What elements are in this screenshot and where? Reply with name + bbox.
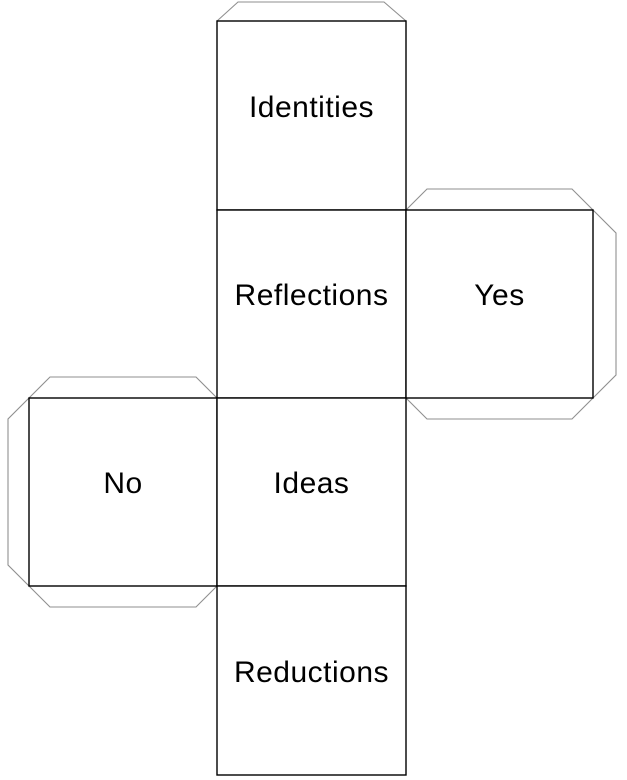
face-square-reductions [216,585,407,776]
face-square-no [28,397,218,587]
face-square-reflections [216,209,407,399]
glue-tab-no-bottom-icon [28,585,218,608]
glue-tab-no-left-icon [7,397,30,587]
face-squares [28,20,594,776]
face-square-ideas [216,397,407,587]
glue-tab-yes-right-icon [592,209,617,399]
glue-tab-no-top-icon [28,376,218,399]
glue-tabs [7,1,617,608]
face-square-identities [216,20,407,211]
glue-tab-identities-top-icon [216,1,407,22]
face-square-yes [405,209,594,399]
glue-tab-yes-bottom-icon [405,397,594,420]
glue-tab-yes-top-icon [405,188,594,211]
